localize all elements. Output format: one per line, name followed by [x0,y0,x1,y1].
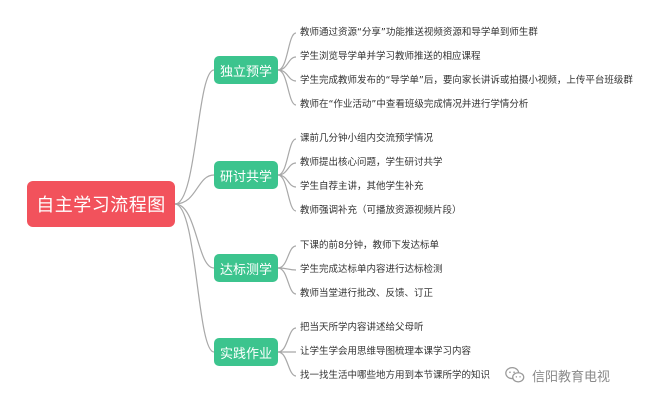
branch-leaf-connector [277,351,297,377]
leaf-2-0: 下课的前8分钟，教师下发达标单 [300,240,440,251]
leaf-3-0: 把当天所学内容讲述给父母听 [300,322,424,333]
leaf-0-3: 教师在“作业活动”中查看班级完成情况并进行学情分析 [300,99,529,110]
branch-leaf-connector [277,267,297,295]
branch-label-3: 实践作业 [219,346,272,362]
branch-node-2: 达标测学 [214,254,278,282]
branch-leaf-connector [277,327,297,353]
root-branch-connector [174,174,215,205]
branch-leaf-connector [277,69,297,106]
root-label: 自主学习流程图 [36,195,166,216]
branch-label-2: 达标测学 [219,262,272,278]
watermark-text: 信阳教育电视 [532,369,611,385]
branch-leaf-connector [277,32,297,71]
leaf-1-0: 课前几分钟小组内交流预学情况 [300,133,434,144]
leaf-2-2: 教师当堂进行批改、反馈、订正 [300,288,434,299]
leaf-1-1: 教师提出核心问题，学生研讨共学 [300,157,443,168]
branch-leaf-connector [277,245,297,269]
branch-label-0: 独立预学 [219,64,272,80]
leaf-3-2: 找一找生活中哪些地方用到本节课所学的知识 [300,370,491,381]
branch-leaf-connector [277,56,297,71]
branch-node-1: 研讨共学 [214,161,278,189]
root-branch-connector [174,203,215,353]
wechat-icon [505,367,525,383]
branch-leaf-connector [277,174,297,212]
leaf-1-2: 学生自荐主讲，其他学生补充 [300,181,424,192]
leaf-1-3: 教师强调补充（可播放资源视频片段） [300,205,462,216]
leaf-0-1: 学生浏览导学单并学习教师推送的相应课程 [300,51,481,62]
branch-label-1: 研讨共学 [219,169,272,185]
leaf-2-1: 学生完成达标单内容进行达标检测 [300,264,443,275]
branch-leaf-connector [277,138,297,176]
root-node: 自主学习流程图 [27,181,175,227]
watermark: 信阳教育电视 [504,364,610,386]
branch-node-3: 实践作业 [214,338,278,366]
leaf-0-0: 教师通过资源“分享”功能推送视频资源和导学单到师生群 [300,27,538,38]
root-branch-connector [174,69,215,205]
branch-node-0: 独立预学 [214,56,278,84]
leaf-0-2: 学生完成教师发布的“导学单”后，要向家长讲诉或拍摄小视频，上传平台班级群 [300,75,633,86]
root-branch-connector [174,203,215,269]
leaf-3-1: 让学生学会用思维导图梳理本课学习内容 [300,346,472,357]
